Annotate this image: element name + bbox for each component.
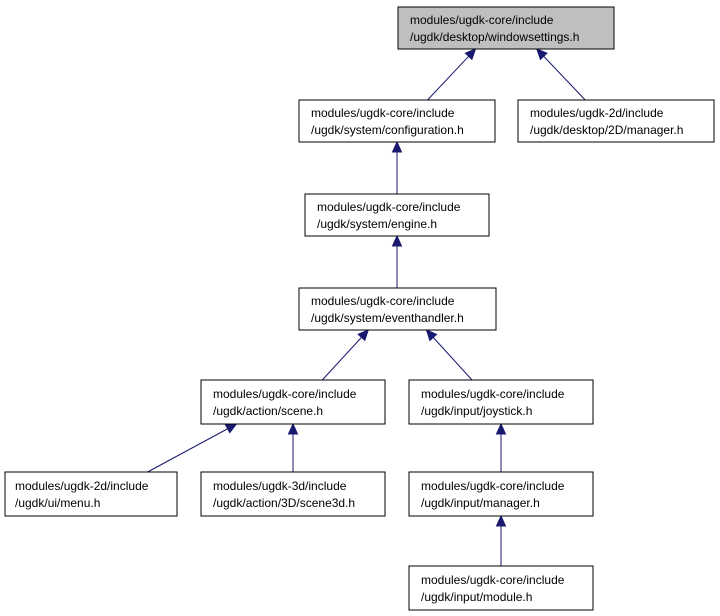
edge-arrowhead [357,329,370,342]
node-box [408,471,594,517]
node-label-line1: modules/ugdk-3d/include [213,479,347,493]
edge-manager2d-to-windowsettings [543,55,586,101]
node-box [397,6,615,50]
node-box [200,379,386,425]
node-label-line1: modules/ugdk-core/include [311,294,455,308]
node-label-line2: /ugdk/input/module.h [421,590,532,604]
node-label-line1: modules/ugdk-core/include [410,13,554,27]
node-box [200,471,386,517]
node-menu[interactable]: modules/ugdk-2d/include /ugdk/ui/menu.h [4,471,178,517]
node-manager2d[interactable]: modules/ugdk-2d/include /ugdk/desktop/2D… [517,99,715,143]
node-windowsettings[interactable]: modules/ugdk-core/include /ugdk/desktop/… [397,6,615,50]
edge-menu-to-scene [147,428,228,473]
node-label-line2: /ugdk/action/3D/scene3d.h [213,496,355,510]
node-scene[interactable]: modules/ugdk-core/include /ugdk/action/s… [200,379,386,425]
node-box [408,379,594,425]
node-eventhandler[interactable]: modules/ugdk-core/include /ugdk/system/e… [298,287,497,331]
edge-arrowhead [391,140,403,153]
node-box [298,287,497,331]
node-module[interactable]: modules/ugdk-core/include /ugdk/input/mo… [408,565,594,611]
node-scene3d[interactable]: modules/ugdk-3d/include /ugdk/action/3D/… [200,471,386,517]
node-label-line1: modules/ugdk-core/include [311,106,455,120]
node-label-line1: modules/ugdk-core/include [421,387,565,401]
node-label-line1: modules/ugdk-core/include [317,200,461,214]
edges-layer [147,48,586,566]
edge-arrowhead [535,48,548,61]
node-label-line1: modules/ugdk-core/include [421,573,565,587]
edge-arrowhead [495,422,507,435]
node-label-line1: modules/ugdk-2d/include [15,479,149,493]
edge-arrowhead [391,234,403,247]
node-label-line1: modules/ugdk-core/include [213,387,357,401]
edge-arrowhead [425,329,438,342]
node-label-line1: modules/ugdk-2d/include [530,106,664,120]
node-label-line2: /ugdk/action/scene.h [213,404,323,418]
node-box [408,565,594,611]
edge-arrowhead [495,514,507,527]
node-label-line2: /ugdk/desktop/windowsettings.h [410,30,579,44]
edge-configuration-to-windowsettings [427,55,469,101]
node-label-line2: /ugdk/input/joystick.h [421,404,532,418]
node-label-line2: /ugdk/system/configuration.h [311,123,464,137]
node-box [4,471,178,517]
node-label-line2: /ugdk/system/eventhandler.h [311,311,464,325]
edge-arrowhead [287,422,299,435]
node-box [298,99,496,143]
node-label-line1: modules/ugdk-core/include [421,479,565,493]
node-joystick[interactable]: modules/ugdk-core/include /ugdk/input/jo… [408,379,594,425]
node-engine[interactable]: modules/ugdk-core/include /ugdk/system/e… [304,193,490,237]
node-inputmanager[interactable]: modules/ugdk-core/include /ugdk/input/ma… [408,471,594,517]
node-box [304,193,490,237]
node-label-line2: /ugdk/desktop/2D/manager.h [530,123,683,137]
node-label-line2: /ugdk/system/engine.h [317,217,437,231]
edge-arrowhead [464,48,477,61]
edge-scene-to-eventhandler [321,337,362,381]
node-label-line2: /ugdk/ui/menu.h [15,496,100,510]
edge-joystick-to-eventhandler [432,337,473,381]
nodes-layer: modules/ugdk-core/include /ugdk/desktop/… [4,6,715,611]
node-box [517,99,715,143]
node-configuration[interactable]: modules/ugdk-core/include /ugdk/system/c… [298,99,496,143]
node-label-line2: /ugdk/input/manager.h [421,496,540,510]
edge-arrowhead [224,423,238,434]
